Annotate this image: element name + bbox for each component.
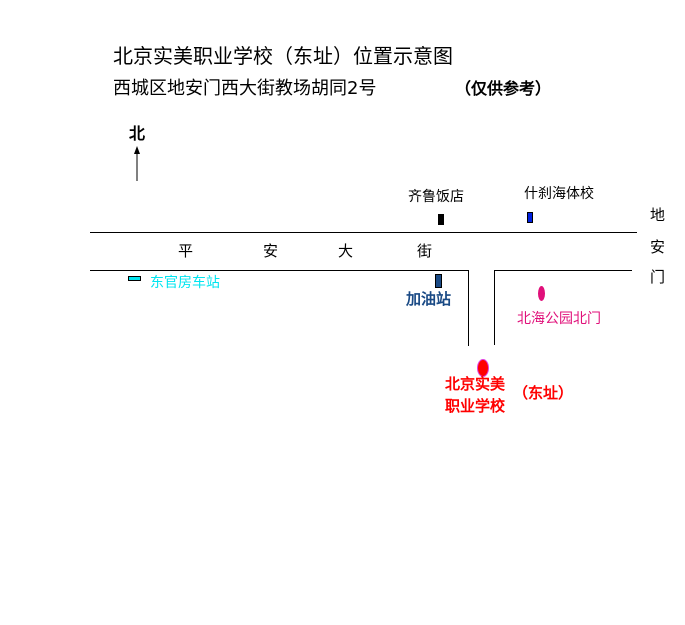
street-char: 平 xyxy=(178,242,194,260)
alley-edge-west xyxy=(468,270,469,346)
landmark-shichahai: 什刹海体校 xyxy=(524,186,594,202)
road-edge-north xyxy=(90,232,637,233)
school-name-suffix: （东址） xyxy=(513,384,574,402)
address: 西城区地安门西大街教场胡同2号 xyxy=(113,78,377,99)
reference-note: （仅供参考） xyxy=(455,79,552,98)
road-edge-south-west xyxy=(90,270,468,271)
street-char: 大 xyxy=(338,242,354,260)
qilu-marker-icon xyxy=(438,214,444,225)
school-name-line1: 北京实美 xyxy=(445,375,506,393)
bus-stop-marker-icon xyxy=(128,276,141,281)
landmark-dongguanfang: 东官房车站 xyxy=(150,275,220,291)
landmark-gas-station: 加油站 xyxy=(406,290,452,308)
alley-edge-east xyxy=(494,270,495,345)
school-marker-icon xyxy=(478,360,488,376)
shichahai-marker-icon xyxy=(527,212,533,223)
cross-street-char: 地 xyxy=(650,206,666,224)
cross-street-char: 门 xyxy=(650,268,666,286)
landmark-qilu: 齐鲁饭店 xyxy=(408,189,464,205)
cross-street-char: 安 xyxy=(650,238,666,256)
north-label: 北 xyxy=(129,124,146,143)
beihai-marker-icon xyxy=(538,286,545,301)
school-name-line2: 职业学校 xyxy=(445,397,506,415)
road-edge-south-east xyxy=(494,270,632,271)
gas-station-marker-icon xyxy=(435,274,442,288)
map-title: 北京实美职业学校（东址）位置示意图 xyxy=(113,44,453,68)
street-char: 安 xyxy=(263,242,279,260)
landmark-beihai: 北海公园北门 xyxy=(517,311,601,327)
north-arrow-icon xyxy=(134,146,140,181)
street-char: 街 xyxy=(417,242,433,260)
